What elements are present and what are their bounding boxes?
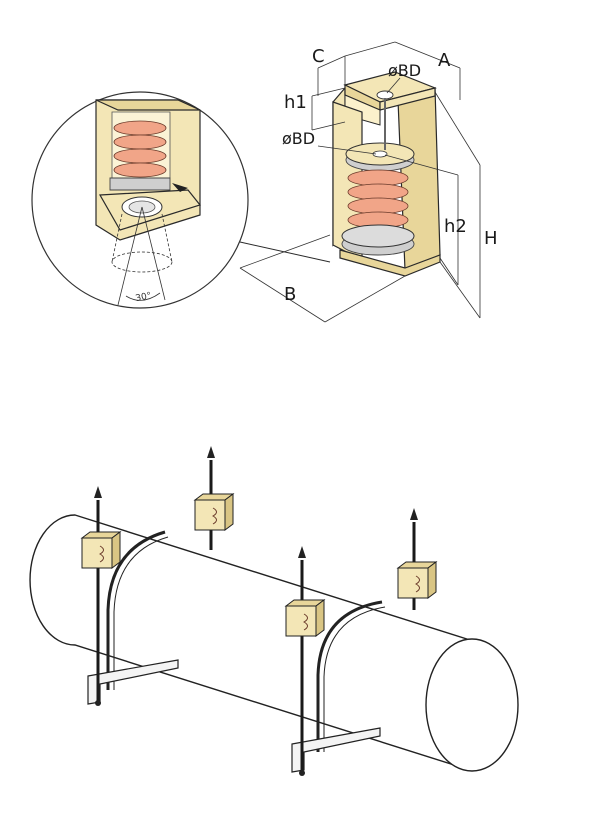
detail-spring-coil bbox=[113, 134, 167, 150]
angle-line bbox=[141, 206, 166, 301]
leader-bd-mid bbox=[317, 145, 377, 155]
detail-leader-line bbox=[239, 241, 331, 263]
label-h: H bbox=[484, 228, 498, 249]
label-b: B bbox=[284, 284, 296, 305]
detail-cone-edge bbox=[161, 213, 173, 263]
detail-magnifier: 30° bbox=[31, 91, 331, 309]
clamp-band-left bbox=[106, 530, 166, 690]
dim-a-right bbox=[394, 41, 461, 69]
detail-cone-edge bbox=[111, 213, 123, 263]
angle-line bbox=[117, 206, 143, 306]
dim-h1-bottom bbox=[311, 121, 346, 131]
dim-h1-top bbox=[311, 87, 346, 97]
dim-b-ext-right bbox=[324, 275, 406, 323]
hanger-box-side bbox=[111, 531, 121, 569]
dim-h-top-ext bbox=[434, 91, 481, 166]
hanger-box-front bbox=[285, 605, 317, 637]
clamp-band-right-inner bbox=[323, 606, 386, 752]
pipe-end-cap bbox=[425, 638, 519, 772]
rubber-pad-top bbox=[341, 224, 415, 248]
rod-end-nub bbox=[95, 700, 101, 706]
spring-hanger-unit-2 bbox=[193, 493, 235, 531]
housing-top-front bbox=[379, 87, 436, 111]
label-h2: h2 bbox=[444, 216, 467, 237]
support-bracket-right bbox=[291, 727, 381, 773]
hanger-box-side bbox=[224, 493, 234, 531]
spring-hanger-unit-3 bbox=[284, 599, 326, 637]
label-c: C bbox=[312, 46, 325, 67]
hanger-box-front bbox=[81, 537, 113, 569]
label-bd-mid: øBD bbox=[282, 129, 315, 148]
pipe-assembly-drawing bbox=[29, 446, 519, 776]
up-arrow-icon bbox=[94, 486, 102, 498]
dim-b-ext-left bbox=[239, 234, 331, 269]
up-arrow-icon bbox=[298, 546, 306, 558]
detail-spring-coil bbox=[113, 148, 167, 164]
spring-icon bbox=[211, 507, 217, 525]
dim-h2-top-ext bbox=[384, 154, 459, 176]
clamp-band-left-inner bbox=[113, 536, 169, 690]
top-hole bbox=[376, 90, 394, 100]
up-arrow-icon bbox=[410, 508, 418, 520]
spring-hanger-unit-1 bbox=[80, 531, 122, 569]
spring-icon bbox=[98, 545, 104, 563]
hanger-box-front bbox=[397, 567, 429, 599]
hanger-box-side bbox=[315, 599, 325, 637]
dim-c-line bbox=[317, 55, 346, 69]
clamp-band-right bbox=[316, 600, 383, 752]
support-bracket-left bbox=[87, 659, 179, 705]
label-bd-top: øBD bbox=[388, 61, 421, 80]
detail-housing-top bbox=[95, 99, 201, 111]
hanger-box-front bbox=[194, 499, 226, 531]
spring-plate-hole bbox=[372, 150, 388, 158]
detail-spring-coil bbox=[113, 162, 167, 178]
label-a: A bbox=[438, 50, 451, 71]
dim-h2-bottom-ext bbox=[439, 257, 459, 286]
up-arrow-icon bbox=[207, 446, 215, 458]
rod-end-nub bbox=[299, 770, 305, 776]
spring-icon bbox=[414, 575, 420, 593]
spring-hanger-drawing: C A øBD h1 øBD H h2 B bbox=[239, 41, 498, 323]
spring-icon bbox=[302, 613, 308, 631]
angle-label: 30° bbox=[135, 291, 153, 304]
detail-spring-coil bbox=[113, 120, 167, 136]
leader-bd-top bbox=[386, 77, 401, 94]
detail-arrow-icon bbox=[172, 183, 188, 192]
detail-cone-ellipse bbox=[111, 251, 173, 273]
label-h1: h1 bbox=[284, 92, 307, 113]
dim-a-line bbox=[344, 41, 396, 57]
angle-arc bbox=[125, 292, 161, 301]
dim-h-bottom-ext bbox=[439, 261, 481, 319]
hanger-box-side bbox=[427, 561, 437, 599]
dim-b-line bbox=[239, 267, 326, 323]
spring-hanger-unit-4 bbox=[396, 561, 438, 599]
detail-rubber-pad bbox=[109, 177, 171, 191]
